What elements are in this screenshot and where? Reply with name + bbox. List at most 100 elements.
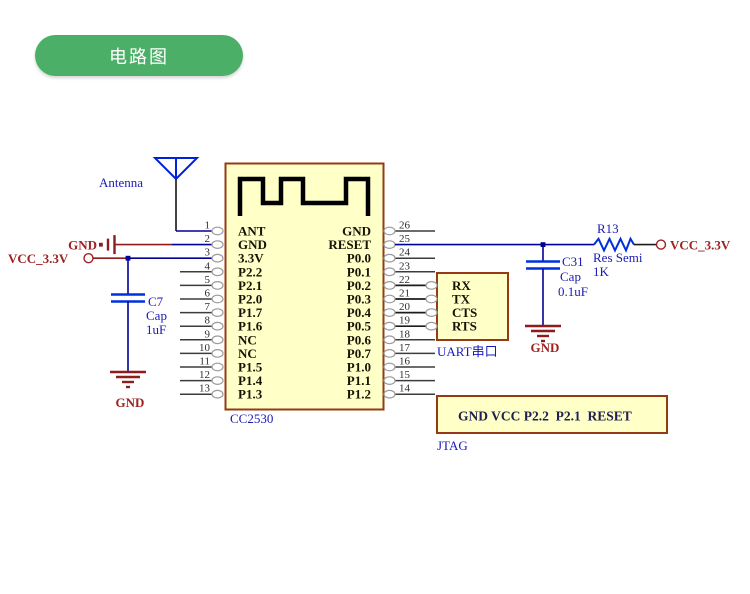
- svg-text:0.1uF: 0.1uF: [558, 284, 588, 299]
- svg-text:P0.1: P0.1: [347, 264, 371, 279]
- svg-text:1uF: 1uF: [146, 322, 166, 337]
- svg-text:17: 17: [399, 342, 411, 354]
- svg-text:RX: RX: [452, 278, 471, 293]
- svg-text:TX: TX: [452, 292, 471, 307]
- svg-text:Cap: Cap: [560, 269, 581, 284]
- vcc-left-label: VCC_3.3V: [8, 251, 69, 266]
- chip-pin-right-19: 19 P0.5: [347, 315, 426, 334]
- svg-text:P1.1: P1.1: [347, 373, 371, 388]
- chip-pin-left-3: 3 3.3V: [205, 247, 265, 266]
- svg-text:P2.0: P2.0: [238, 292, 262, 307]
- jtag-box: [436, 395, 668, 434]
- svg-text:1K: 1K: [593, 264, 610, 279]
- uart-terminals: [425, 281, 438, 331]
- svg-text:R13: R13: [597, 221, 619, 236]
- chip-meander-icon: [237, 176, 371, 216]
- chip-pin-right-15: 15 P1.1: [347, 369, 435, 388]
- svg-text:22: 22: [399, 274, 410, 286]
- svg-text:18: 18: [399, 328, 411, 340]
- svg-text:GND: GND: [238, 237, 267, 252]
- antenna-symbol: [152, 157, 200, 231]
- svg-text:1: 1: [205, 220, 211, 232]
- svg-text:ANT: ANT: [238, 224, 266, 239]
- chip-pin-right-20: 20 P0.4: [347, 301, 426, 320]
- chip-pin-right-23: 23 P0.1: [347, 260, 435, 279]
- chip-pin-left-10: 10 NC: [180, 342, 257, 361]
- uart-box: [436, 272, 509, 341]
- svg-text:21: 21: [399, 288, 410, 300]
- gnd-symbol-left: [110, 370, 146, 389]
- svg-text:P1.7: P1.7: [238, 305, 263, 320]
- antenna-label: Antenna: [99, 175, 143, 190]
- svg-text:Res Semi: Res Semi: [593, 250, 643, 265]
- svg-text:4: 4: [205, 260, 211, 272]
- chip-pin-left-6: 6 P2.0: [180, 288, 262, 307]
- chip-pin-right-21: 21 P0.3: [347, 288, 426, 307]
- jtag-pins-text: GND VCC P2.2 P2.1 RESET: [458, 409, 632, 424]
- chip-refdes: CC2530: [230, 411, 273, 426]
- chip-pin-right-14: 14 P1.2: [347, 383, 435, 402]
- svg-text:P1.3: P1.3: [238, 387, 263, 402]
- chip-pin-left-9: 9 NC: [180, 328, 257, 347]
- r13-labels: R13 Res Semi 1K: [593, 221, 643, 279]
- chip-pin-left-11: 11 P1.5: [180, 356, 263, 375]
- chip-pin-left-4: 4 P2.2: [180, 260, 262, 279]
- svg-text:5: 5: [205, 274, 211, 286]
- svg-text:C31: C31: [562, 254, 584, 269]
- chip-pin-right-16: 16 P1.0: [347, 356, 435, 375]
- c31-labels: C31 Cap 0.1uF: [558, 254, 588, 299]
- gnd-label-left: GND: [116, 395, 145, 410]
- svg-text:P2.2: P2.2: [238, 264, 262, 279]
- svg-text:16: 16: [399, 356, 411, 368]
- svg-text:GND: GND: [342, 224, 371, 239]
- chip-pin-right-17: 17 P0.7: [347, 342, 435, 361]
- uart-label: UART串口: [437, 344, 498, 359]
- svg-text:11: 11: [199, 356, 210, 368]
- r13-resistor-symbol: [593, 236, 657, 253]
- svg-text:C7: C7: [148, 294, 164, 309]
- svg-text:7: 7: [205, 301, 211, 313]
- gnd-label-right: GND: [531, 340, 560, 355]
- gnd-symbol-right: [525, 324, 561, 343]
- svg-text:3.3V: 3.3V: [238, 251, 264, 266]
- c7-capacitor-symbol: [111, 258, 145, 372]
- circuit-diagram-badge[interactable]: 电路图: [35, 35, 243, 76]
- svg-text:P0.2: P0.2: [347, 278, 371, 293]
- svg-text:RESET: RESET: [328, 237, 371, 252]
- badge-label: 电路图: [109, 46, 169, 67]
- svg-text:9: 9: [205, 328, 211, 340]
- svg-text:23: 23: [399, 260, 411, 272]
- chip-pin-left-2: 2 GND: [205, 233, 267, 252]
- svg-text:P0.3: P0.3: [347, 292, 372, 307]
- chip-pin-left-5: 5 P2.1: [180, 274, 262, 293]
- svg-text:CTS: CTS: [452, 305, 477, 320]
- vcc-right-label: VCC_3.3V: [670, 238, 731, 253]
- svg-text:15: 15: [399, 369, 411, 381]
- svg-text:P1.4: P1.4: [238, 373, 263, 388]
- c31-capacitor-symbol: [526, 244, 560, 326]
- chip-pin-right-18: 18 P0.6: [347, 328, 435, 347]
- chip-pin-left-1: 1 ANT: [205, 220, 266, 239]
- svg-text:2: 2: [205, 233, 211, 245]
- svg-text:26: 26: [399, 220, 411, 232]
- svg-text:14: 14: [399, 383, 411, 395]
- svg-text:NC: NC: [238, 346, 257, 361]
- chip-pin-right-22: 22 P0.2: [347, 274, 426, 293]
- svg-text:P2.1: P2.1: [238, 278, 262, 293]
- svg-text:P0.4: P0.4: [347, 305, 372, 320]
- svg-text:RTS: RTS: [452, 319, 477, 334]
- svg-text:P1.5: P1.5: [238, 360, 263, 375]
- svg-text:10: 10: [199, 342, 211, 354]
- chip-pin-left-12: 12 P1.4: [180, 369, 263, 388]
- chip-pin-right-26: 26 GND: [342, 220, 435, 239]
- svg-text:12: 12: [199, 369, 210, 381]
- svg-text:13: 13: [199, 383, 211, 395]
- chip-pin-left-13: 13 P1.3: [180, 383, 263, 402]
- svg-text:P0.6: P0.6: [347, 332, 372, 347]
- svg-text:P0.5: P0.5: [347, 319, 372, 334]
- chip-pin-left-8: 8 P1.6: [180, 315, 263, 334]
- svg-text:P1.2: P1.2: [347, 387, 371, 402]
- svg-text:P1.6: P1.6: [238, 319, 263, 334]
